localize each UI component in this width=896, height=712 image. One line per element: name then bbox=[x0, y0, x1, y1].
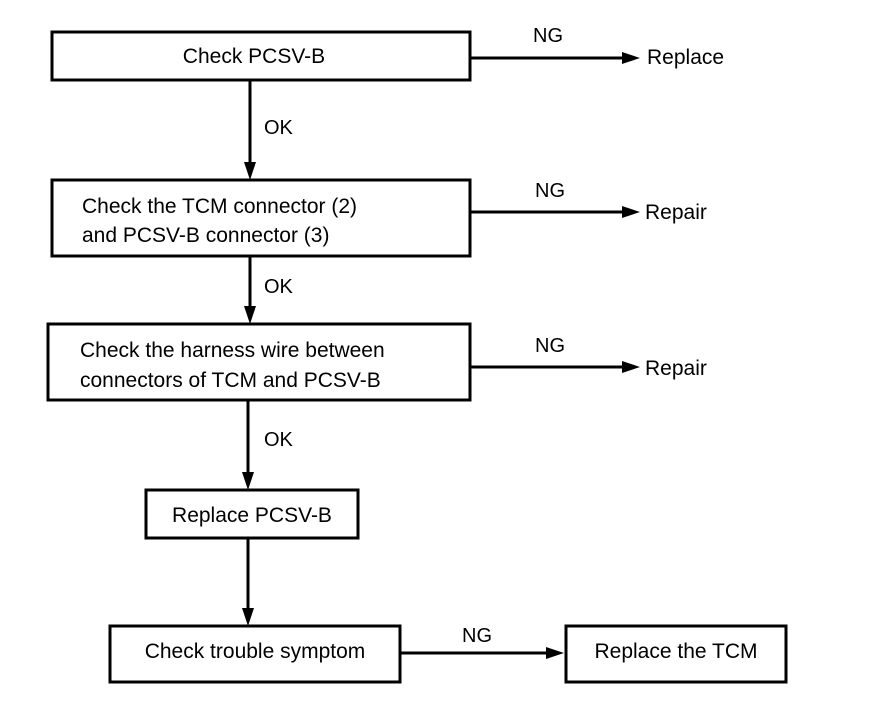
ng-label-3: NG bbox=[535, 335, 565, 357]
step-check-trouble-symptom-box bbox=[108, 624, 402, 684]
ok-arrow-2-head bbox=[244, 306, 256, 324]
step-replace-tcm-box bbox=[564, 624, 788, 684]
step-check-connectors-box bbox=[50, 178, 472, 258]
ng-label-2: NG bbox=[535, 180, 565, 202]
step-check-pcsv-b-box bbox=[50, 30, 472, 82]
ng-label-4: NG bbox=[462, 625, 492, 647]
step-check-connectors-label-line1: Check the TCM connector (2) bbox=[82, 195, 357, 218]
step-check-pcsv-b-label: Check PCSV-B bbox=[183, 45, 325, 68]
step-replace-pcsv-b-label: Replace PCSV-B bbox=[172, 504, 332, 527]
outcome-replace: Replace bbox=[647, 46, 724, 69]
step-check-connectors-label-line2: and PCSV-B connector (3) bbox=[82, 224, 329, 247]
step-replace-tcm-label: Replace the TCM bbox=[594, 640, 757, 663]
step-replace-pcsv-b-box bbox=[144, 488, 360, 540]
step-check-harness-box bbox=[46, 322, 472, 402]
ng-arrow-1-head bbox=[622, 52, 640, 64]
ng-label-1: NG bbox=[533, 25, 563, 47]
ok-arrow-1-head bbox=[244, 162, 256, 180]
step-check-harness-label-line1: Check the harness wire between bbox=[80, 339, 385, 362]
ng-arrow-4-head bbox=[546, 647, 564, 659]
ok-label-1: OK bbox=[264, 117, 294, 139]
ok-label-3: OK bbox=[264, 429, 294, 451]
outcome-repair-1: Repair bbox=[645, 201, 707, 224]
outcome-repair-2: Repair bbox=[645, 357, 707, 380]
flow-arrow-4-head bbox=[242, 608, 254, 626]
ng-arrow-2-head bbox=[622, 206, 640, 218]
step-check-trouble-symptom-label: Check trouble symptom bbox=[145, 640, 366, 663]
ok-label-2: OK bbox=[264, 276, 294, 298]
ng-arrow-3-head bbox=[622, 361, 640, 373]
step-check-harness-label-line2: connectors of TCM and PCSV-B bbox=[80, 369, 381, 392]
ok-arrow-3-head bbox=[242, 472, 254, 490]
